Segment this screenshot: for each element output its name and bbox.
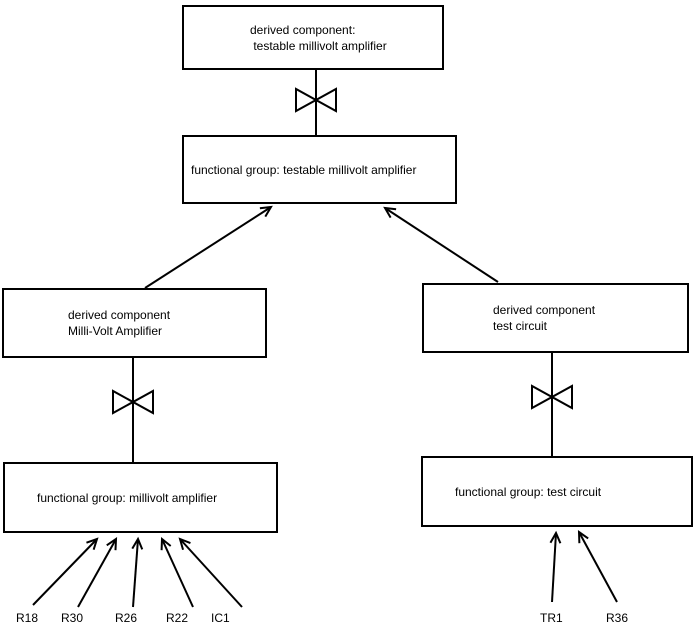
decomposition-bowtie-icon <box>112 389 154 415</box>
arrow-tr1-to-func-test <box>549 530 562 603</box>
node-text: functional group: testable millivolt amp… <box>191 162 417 177</box>
node-text: test circuit <box>493 319 548 333</box>
component-label-r18[interactable]: R18 <box>16 611 39 625</box>
node-func-group-testable-millivolt-amplifier[interactable]: functional group: testable millivolt amp… <box>182 135 457 204</box>
arrow-r26-to-func-mva <box>131 536 144 608</box>
arrow-r36-to-func-test <box>577 530 618 603</box>
arrow-r30-to-func-mva <box>77 537 118 608</box>
decomposition-bowtie-icon <box>531 384 573 410</box>
arrow-r18-to-func-mva <box>32 537 99 606</box>
component-label-r30[interactable]: R30 <box>61 611 84 625</box>
component-label-tr1[interactable]: TR1 <box>540 611 563 625</box>
decomposition-bowtie-icon <box>295 87 337 113</box>
node-func-group-millivolt-amplifier[interactable]: functional group: millivolt amplifier <box>3 462 278 533</box>
node-derived-test-circuit[interactable]: derived component test circuit <box>422 283 689 353</box>
node-derived-testable-millivolt-amplifier[interactable]: derived component: testable millivolt am… <box>182 5 444 70</box>
component-label-r36[interactable]: R36 <box>606 611 629 625</box>
node-text: functional group: millivolt amplifier <box>37 490 218 505</box>
arrow-derived-test-to-func-testable <box>383 206 499 283</box>
arrow-ic1-to-func-mva <box>178 537 243 608</box>
component-label-r26[interactable]: R26 <box>115 611 138 625</box>
node-derived-milli-volt-amplifier[interactable]: derived component Milli-Volt Amplifier <box>2 288 267 358</box>
node-text: derived component <box>493 303 596 317</box>
node-text: functional group: test circuit <box>455 484 602 499</box>
node-text: testable millivolt amplifier <box>250 38 387 53</box>
component-label-r22[interactable]: R22 <box>166 611 189 625</box>
arrow-derived-mva-to-func-testable <box>144 205 273 289</box>
node-func-group-test-circuit[interactable]: functional group: test circuit <box>421 456 693 527</box>
node-text: derived component <box>68 308 171 322</box>
arrow-r22-to-func-mva <box>160 536 194 608</box>
node-text: derived component: <box>250 22 356 37</box>
component-label-ic1[interactable]: IC1 <box>211 611 230 625</box>
node-text: Milli-Volt Amplifier <box>68 324 163 338</box>
